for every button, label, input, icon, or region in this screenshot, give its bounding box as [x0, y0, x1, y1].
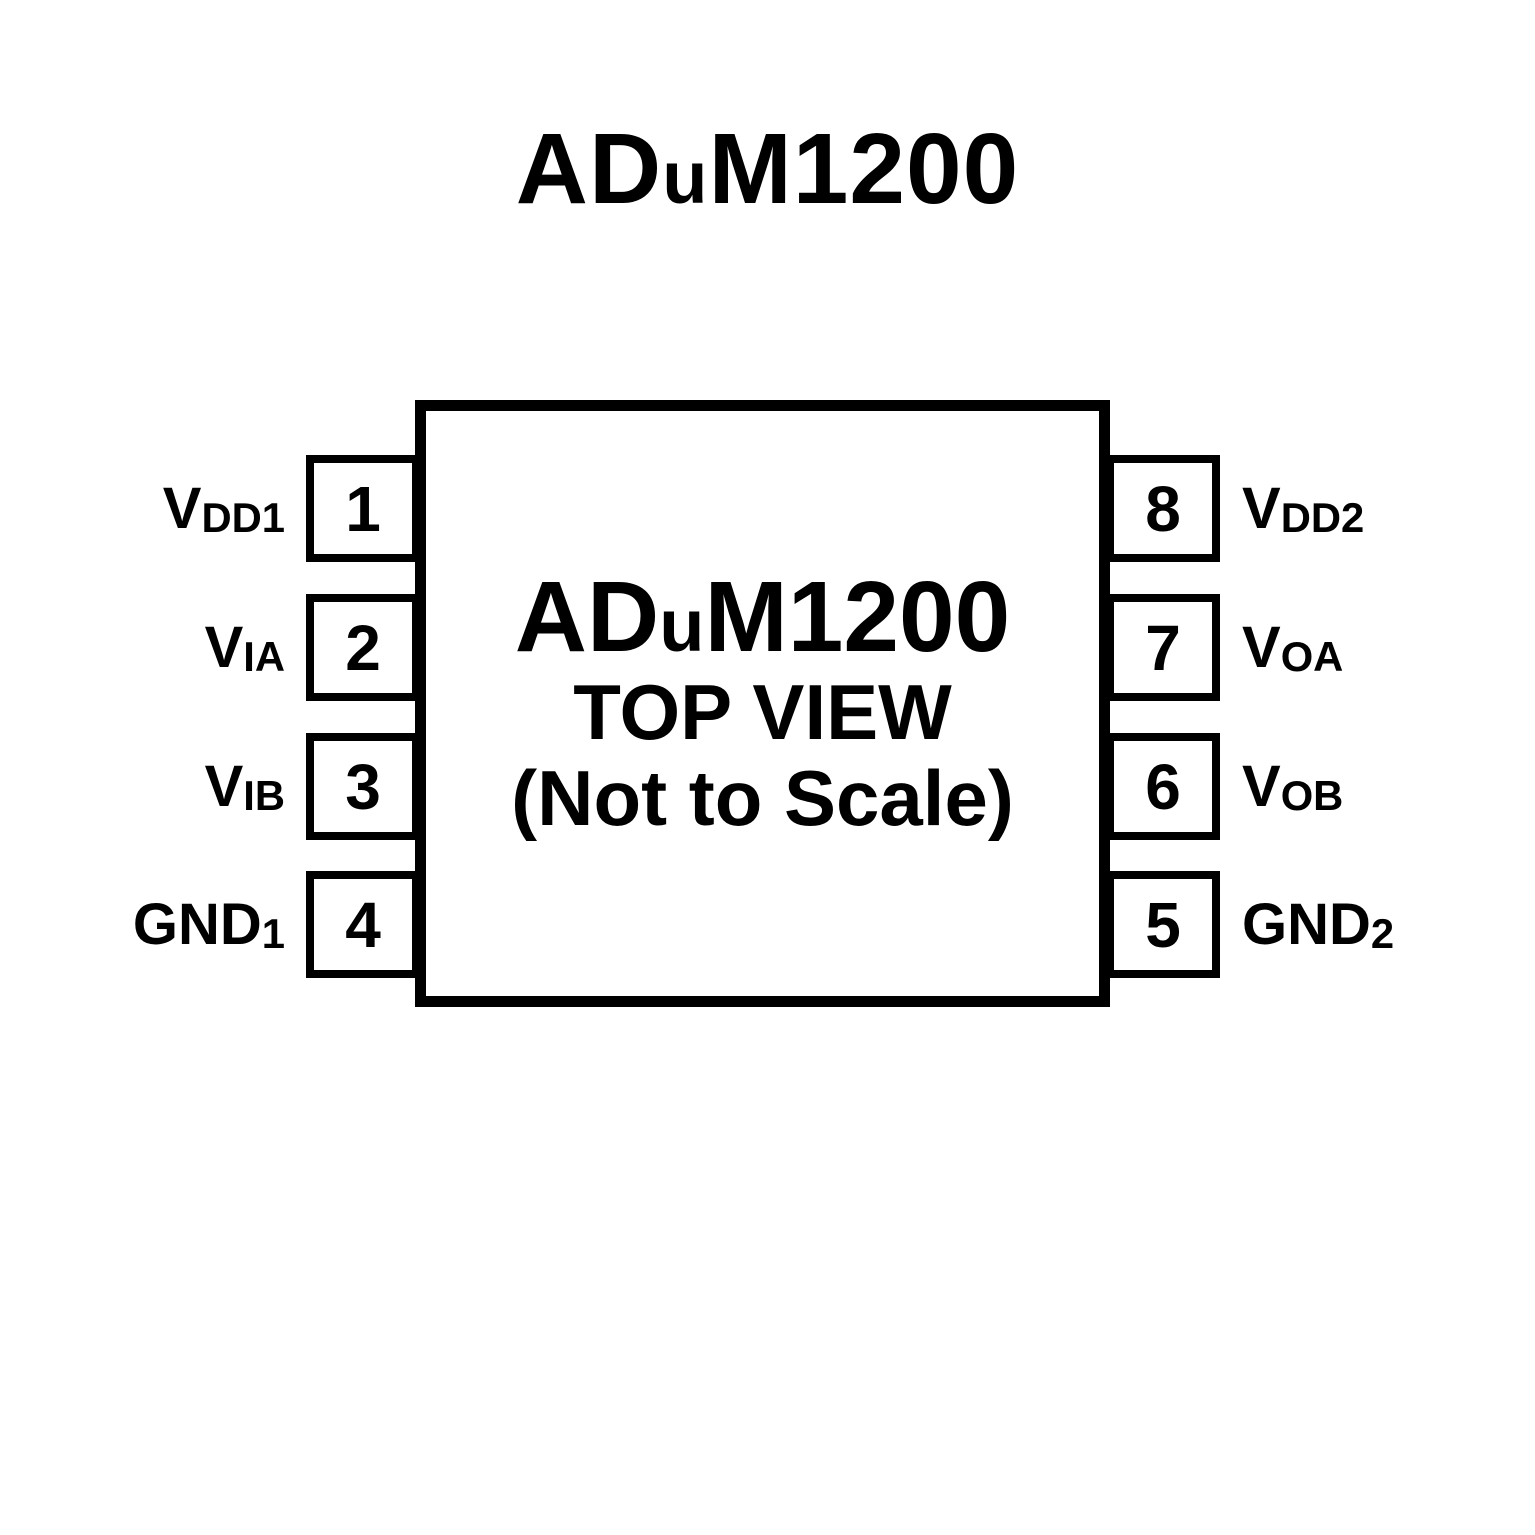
- chip-name-part: M1200: [704, 561, 1011, 674]
- pin-label-main: V: [204, 754, 244, 819]
- pin-box-7: 7: [1106, 594, 1220, 701]
- chip-view-label: TOP VIEW: [573, 668, 952, 757]
- pin-box-1: 1: [306, 455, 420, 562]
- pin-number: 1: [345, 472, 381, 545]
- pin-number: 5: [1145, 888, 1181, 961]
- pin-label-main: V: [1242, 615, 1281, 680]
- pin-label-sub: IA: [243, 632, 285, 680]
- pin-box-8: 8: [1106, 455, 1220, 562]
- chip-scale-note: (Not to Scale): [511, 754, 1014, 842]
- pin-label-main: V: [162, 476, 202, 541]
- pin-box-5: 5: [1106, 871, 1220, 978]
- page-title: ADuM1200: [0, 112, 1535, 227]
- pin-number: 7: [1145, 611, 1181, 684]
- pin-label-sub: OA: [1280, 632, 1344, 680]
- pin-label-main: V: [1242, 754, 1281, 819]
- pin-label-main: V: [1242, 476, 1281, 541]
- pin-box-4: 4: [306, 871, 420, 978]
- pin-label-sub: OB: [1280, 771, 1344, 819]
- pin-label-main: V: [204, 615, 244, 680]
- chip-body: ADuM1200 TOP VIEW (Not to Scale): [415, 400, 1110, 1007]
- pin-number: 3: [345, 750, 381, 823]
- pin-box-2: 2: [306, 594, 420, 701]
- pin-number: 2: [345, 611, 381, 684]
- pin-label-sub: IB: [243, 771, 285, 819]
- pin-box-6: 6: [1106, 733, 1220, 840]
- chip-name-part: u: [659, 584, 705, 668]
- pin-number: 4: [345, 888, 381, 961]
- pin-box-3: 3: [306, 733, 420, 840]
- pin-label-main: GND: [132, 892, 262, 957]
- chip-name: ADuM1200: [515, 565, 1010, 670]
- page-title-part: AD: [515, 113, 663, 225]
- pin-number: 6: [1145, 750, 1181, 823]
- pin-number: 8: [1145, 472, 1181, 545]
- chip-name-part: AD: [514, 561, 660, 674]
- pin-label-sub: 2: [1370, 909, 1395, 957]
- pin-label-main: GND: [1242, 892, 1371, 957]
- page-title-part: M1200: [708, 113, 1020, 225]
- page-title-part: u: [662, 136, 709, 219]
- pin-label-sub: 1: [261, 909, 285, 957]
- pin-label-sub: DD1: [201, 493, 285, 541]
- pin-label-sub: DD2: [1280, 493, 1365, 541]
